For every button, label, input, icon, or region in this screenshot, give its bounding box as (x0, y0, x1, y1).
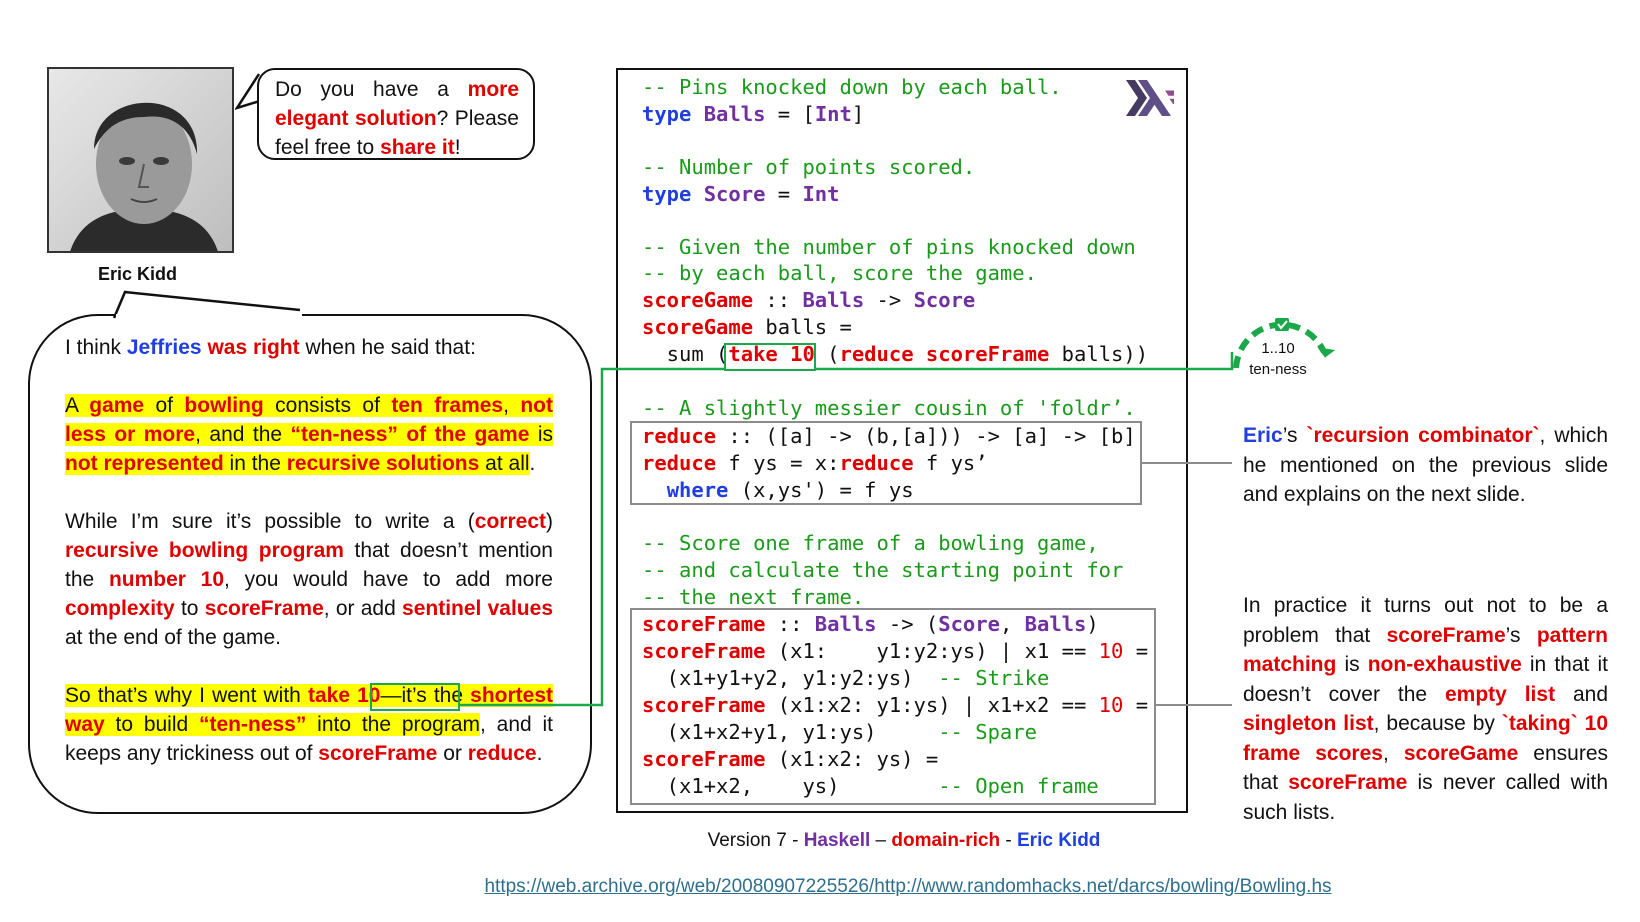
code-line: -- Score one frame of a bowling game, (642, 531, 1099, 555)
code-line: type Balls = [Int] (642, 102, 865, 126)
code-line: (x1+x2+y1, y1:ys) -- Spare (642, 720, 1037, 744)
author-photo (47, 67, 234, 253)
code-line: reduce :: ([a] -> (b,[a])) -> [a] -> [b] (642, 424, 1136, 448)
scoreframe-code-box (630, 608, 1156, 805)
bubble-text: ! (454, 136, 461, 159)
code-line: scoreFrame (x1:x2: y1:ys) | x1+x2 == 10 … (642, 693, 1149, 717)
code-line: -- Number of points scored. (642, 155, 976, 179)
quote-paragraph-1: I think Jeffries was right when he said … (65, 336, 476, 359)
portrait-image (49, 69, 232, 251)
recursion-combinator-note: Eric’s `recursion combinator`, which he … (1243, 424, 1609, 506)
code-line: sum (take 10 (reduce scoreFrame balls)) (642, 342, 1149, 366)
code-line: reduce f ys = x:reduce f ys’ (642, 451, 988, 475)
circular-arrow-check-icon (1233, 318, 1336, 369)
haskell-logo-icon (1126, 80, 1174, 116)
code-line: scoreGame balls = (642, 315, 852, 339)
code-line: scoreFrame :: Balls -> (Score, Balls) (642, 612, 1099, 636)
code-line: scoreFrame (x1: y1:y2:ys) | x1 == 10 = (642, 639, 1149, 663)
quote-paragraph-2: A game of bowling consists of ten frames… (65, 394, 553, 475)
code-line: (x1+y1+y2, y1:y2:ys) -- Strike (642, 666, 1050, 690)
bubble-emphasis: more elegant solution (275, 78, 519, 130)
author-name: Eric Kidd (97, 264, 177, 284)
code-line: -- by each ball, score the game. (642, 261, 1037, 285)
code-line: where (x,ys') = f ys (666, 478, 914, 502)
speech-bubble-tail (112, 290, 302, 320)
take-10-highlight: take 10 (307, 684, 381, 707)
tenness-label: ten-ness (1249, 361, 1307, 378)
pattern-matching-note: In practice it turns out not to be a pro… (1243, 594, 1609, 824)
code-line: -- Pins knocked down by each ball. (642, 75, 1062, 99)
bubble-text: Do you have a (275, 78, 468, 101)
source-url-link[interactable]: https://web.archive.org/web/200809072255… (484, 876, 1332, 897)
code-line: scoreFrame (x1:x2: ys) = (642, 747, 939, 771)
code-line: (x1+x2, ys) -- Open frame (642, 774, 1099, 798)
quote-paragraph-4: So that’s why I went with take 10—it’s t… (65, 684, 554, 765)
code-line: -- Given the number of pins knocked down (642, 235, 1136, 259)
slide-caption: Version 7 - Haskell – domain-rich - Eric… (707, 830, 1101, 851)
code-line: scoreGame :: Balls -> Score (642, 288, 976, 312)
bubble-text: ? Please feel free to (275, 107, 519, 159)
code-line: type Score = Int (642, 182, 840, 206)
code-line: -- the next frame. (642, 585, 865, 609)
quote-paragraph-3: While I’m sure it’s possible to write a … (65, 510, 553, 649)
take-10-code-highlight (724, 343, 816, 371)
speech-bubble-tail (235, 73, 264, 110)
code-line: -- A slightly messier cousin of 'foldr’. (642, 396, 1136, 420)
question-speech-bubble: Do you have a more elegant solution? Ple… (257, 68, 535, 160)
bubble-emphasis: share it (380, 136, 455, 159)
code-line: -- and calculate the starting point for (642, 558, 1124, 582)
take-10-text-highlight (370, 683, 460, 711)
tenness-range-label: 1..10 (1261, 340, 1295, 357)
